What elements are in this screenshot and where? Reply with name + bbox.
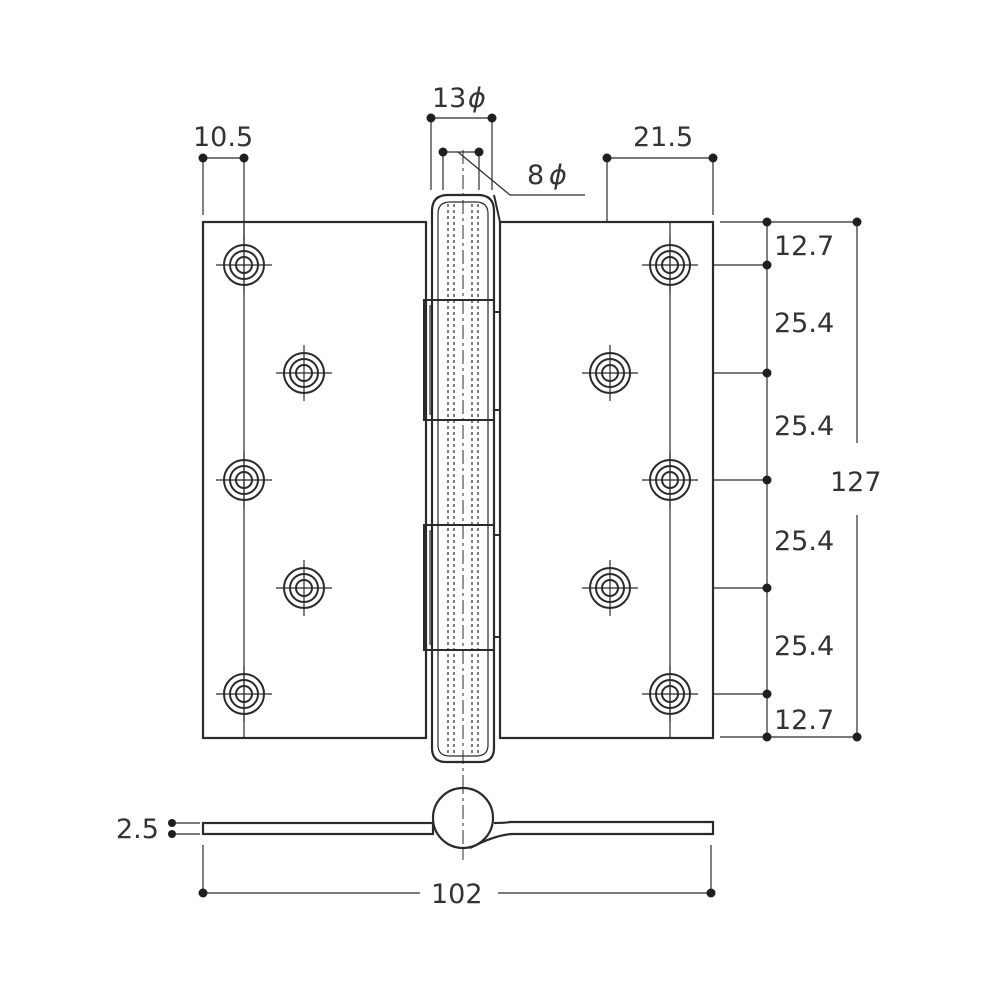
hinge-side-view: [201, 780, 715, 860]
screw-hole: [276, 345, 332, 401]
dim-left-hole-offset: 10.5: [193, 122, 253, 240]
dim-spacing-4: 25.4: [774, 631, 834, 662]
dim-right-hole-offset-value: 21.5: [633, 122, 693, 153]
dim-plate-thickness: 2.5: [116, 814, 200, 845]
dim-pin-diameter-value: 8: [527, 160, 544, 191]
phi-symbol: ϕ: [468, 83, 486, 114]
screw-hole: [582, 345, 638, 401]
screw-holes: [216, 222, 698, 738]
dim-spacing-1: 25.4: [774, 308, 834, 339]
dim-overall-height-value: 127: [830, 467, 882, 498]
dim-plate-thickness-value: 2.5: [116, 814, 159, 845]
screw-hole: [582, 560, 638, 616]
dim-knuckle-diameter-value: 13: [432, 83, 466, 114]
dim-left-hole-offset-value: 10.5: [193, 122, 253, 153]
dim-spacing-3: 25.4: [774, 526, 834, 557]
dim-knuckle-diameter: 13 ϕ: [426, 83, 497, 190]
dim-overall-width: 102: [198, 845, 716, 910]
dim-right-hole-offset: 21.5: [602, 122, 718, 222]
dim-edge-spacing-top: 12.7: [774, 231, 834, 262]
dim-edge-spacing-bottom: 12.7: [774, 705, 834, 736]
knuckle-barrel: [423, 150, 501, 860]
phi-symbol-pin: ϕ: [549, 160, 567, 191]
dim-hole-spacing-chain: 12.7 25.4 25.4 25.4 25.4 12.7: [713, 217, 857, 742]
dim-pin-diameter: 8 ϕ: [438, 147, 585, 196]
screw-hole: [276, 560, 332, 616]
dim-overall-height: 127: [830, 217, 882, 742]
dim-overall-width-value: 102: [431, 879, 483, 910]
dim-spacing-2: 25.4: [774, 411, 834, 442]
